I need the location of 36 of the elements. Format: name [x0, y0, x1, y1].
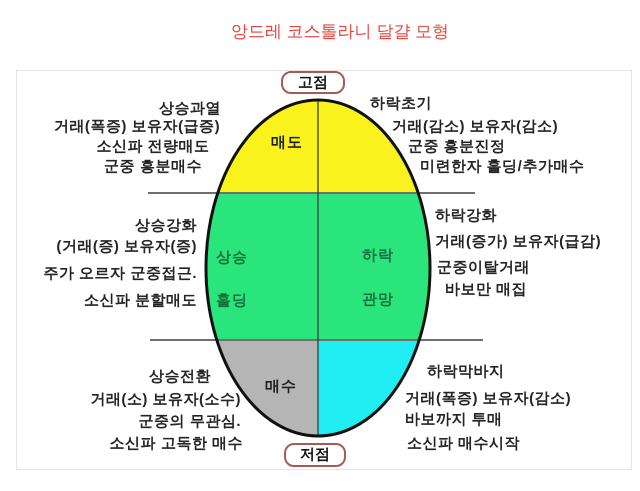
stage-note: 거래(폭증) 보유자(급증) — [54, 118, 220, 136]
stage-note: 소신파 매수시작 — [407, 435, 520, 453]
stage-heading: 하락강화 — [435, 207, 497, 225]
stage-note: 소신파 고독한 매수 — [110, 435, 243, 453]
stage-note: 군중의 무관심. — [138, 413, 241, 431]
pill-label: 저점 — [284, 443, 346, 467]
stage-note: 거래(감소) 보유자(감소) — [392, 118, 558, 136]
stage-note: 군중이탈거래 — [437, 259, 530, 277]
stage-note: 군중 흥분진정 — [408, 138, 506, 156]
stage-heading: 하락초기 — [370, 95, 432, 113]
egg-section — [206, 193, 318, 340]
section-label: 홀딩 — [216, 292, 248, 310]
stage-heading: 상승과열 — [159, 100, 221, 118]
stage-note: 바보만 매집 — [445, 281, 528, 299]
stage-note: 거래(폭증) 보유자(감소) — [405, 390, 572, 408]
egg-section — [218, 100, 318, 193]
stage-note: 미련한자 홀딩/추가매수 — [420, 158, 584, 176]
egg-section — [318, 193, 430, 340]
section-label: 하락 — [362, 247, 394, 265]
stage-note: 군중 흥분매수 — [104, 158, 202, 176]
stage-note: 바보까지 투매 — [405, 411, 503, 429]
diagram-title: 앙드레 코스톨라니 달걀 모형 — [230, 21, 450, 43]
stage-note: 주가 오르자 군중접근. — [43, 265, 197, 283]
section-label: 관망 — [362, 291, 394, 309]
stage-note: (거래(증) 보유자(증) — [56, 238, 197, 256]
stage-heading: 하락막바지 — [427, 363, 504, 381]
stage-heading: 상승강화 — [135, 217, 197, 235]
section-label: 매수 — [264, 378, 297, 396]
stage-note: 소신파 분할매도 — [84, 292, 197, 310]
pill-label: 고점 — [281, 71, 345, 94]
stage-note: 거래(소) 보유자(소수) — [90, 391, 241, 409]
stage-note: 거래(증가) 보유자(급감) — [435, 233, 602, 251]
section-label: 매도 — [270, 134, 303, 152]
stage-heading: 상승전환 — [149, 368, 211, 386]
section-label: 상승 — [216, 249, 248, 267]
stage-note: 소신파 전량매도 — [96, 138, 210, 156]
